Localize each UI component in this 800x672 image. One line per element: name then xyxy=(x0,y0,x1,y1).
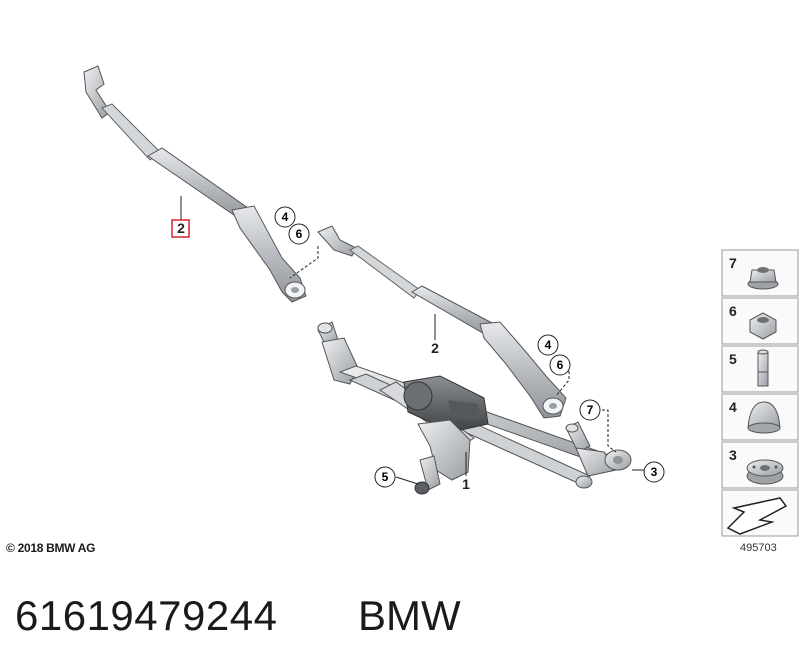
callout-circle-4-right[interactable]: 4 xyxy=(537,334,559,356)
brand-name: BMW xyxy=(358,592,461,639)
legend-row-3[interactable]: 3 xyxy=(721,441,799,489)
callout-linkage[interactable]: 1 xyxy=(462,476,470,492)
leader-lines xyxy=(180,196,644,485)
stud-bolt-icon xyxy=(757,349,769,387)
callout-label: 5 xyxy=(382,470,389,484)
flange-nut-icon xyxy=(747,267,779,290)
wiper-arm-right xyxy=(317,225,567,419)
callout-circle-7[interactable]: 7 xyxy=(579,399,601,421)
wiper-arm-left xyxy=(83,65,307,303)
bearing-bushing-icon xyxy=(746,459,784,485)
legend-number: 7 xyxy=(729,255,737,271)
callout-label: 4 xyxy=(282,210,289,224)
wiper-linkage xyxy=(317,321,632,495)
callout-circle-6-right[interactable]: 6 xyxy=(549,354,571,376)
legend-row-4[interactable]: 4 xyxy=(721,393,799,441)
callout-label: 7 xyxy=(587,403,594,417)
legend-number: 4 xyxy=(729,399,737,415)
legend-row-7[interactable]: 7 xyxy=(721,249,799,297)
legend-number: 6 xyxy=(729,303,737,319)
legend-row-arrow[interactable] xyxy=(721,489,799,537)
callout-label: 6 xyxy=(557,358,564,372)
copyright-notice: © 2018 BMW AG xyxy=(6,541,96,555)
hardware-legend: 7 6 5 xyxy=(721,249,799,537)
hex-nut-icon xyxy=(749,312,777,340)
callout-arm-left[interactable]: 2 xyxy=(177,220,185,236)
legend-number: 5 xyxy=(729,351,737,367)
callout-label: 4 xyxy=(545,338,552,352)
callout-circle-6-left[interactable]: 6 xyxy=(288,223,310,245)
callout-circle-5[interactable]: 5 xyxy=(374,466,396,488)
legend-number: 3 xyxy=(729,447,737,463)
cap-icon xyxy=(747,401,781,434)
diagram-id: 495703 xyxy=(740,542,777,554)
highlight-box xyxy=(171,219,190,238)
callout-circle-3[interactable]: 3 xyxy=(643,461,665,483)
callout-label: 3 xyxy=(651,465,658,479)
legend-row-5[interactable]: 5 xyxy=(721,345,799,393)
callout-arm-right[interactable]: 2 xyxy=(431,340,439,356)
legend-row-6[interactable]: 6 xyxy=(721,297,799,345)
assembly-direction-arrow-icon xyxy=(726,497,788,535)
callout-label: 6 xyxy=(296,227,303,241)
callout-circle-4-left[interactable]: 4 xyxy=(274,206,296,228)
part-number: 61619479244 xyxy=(15,592,278,639)
